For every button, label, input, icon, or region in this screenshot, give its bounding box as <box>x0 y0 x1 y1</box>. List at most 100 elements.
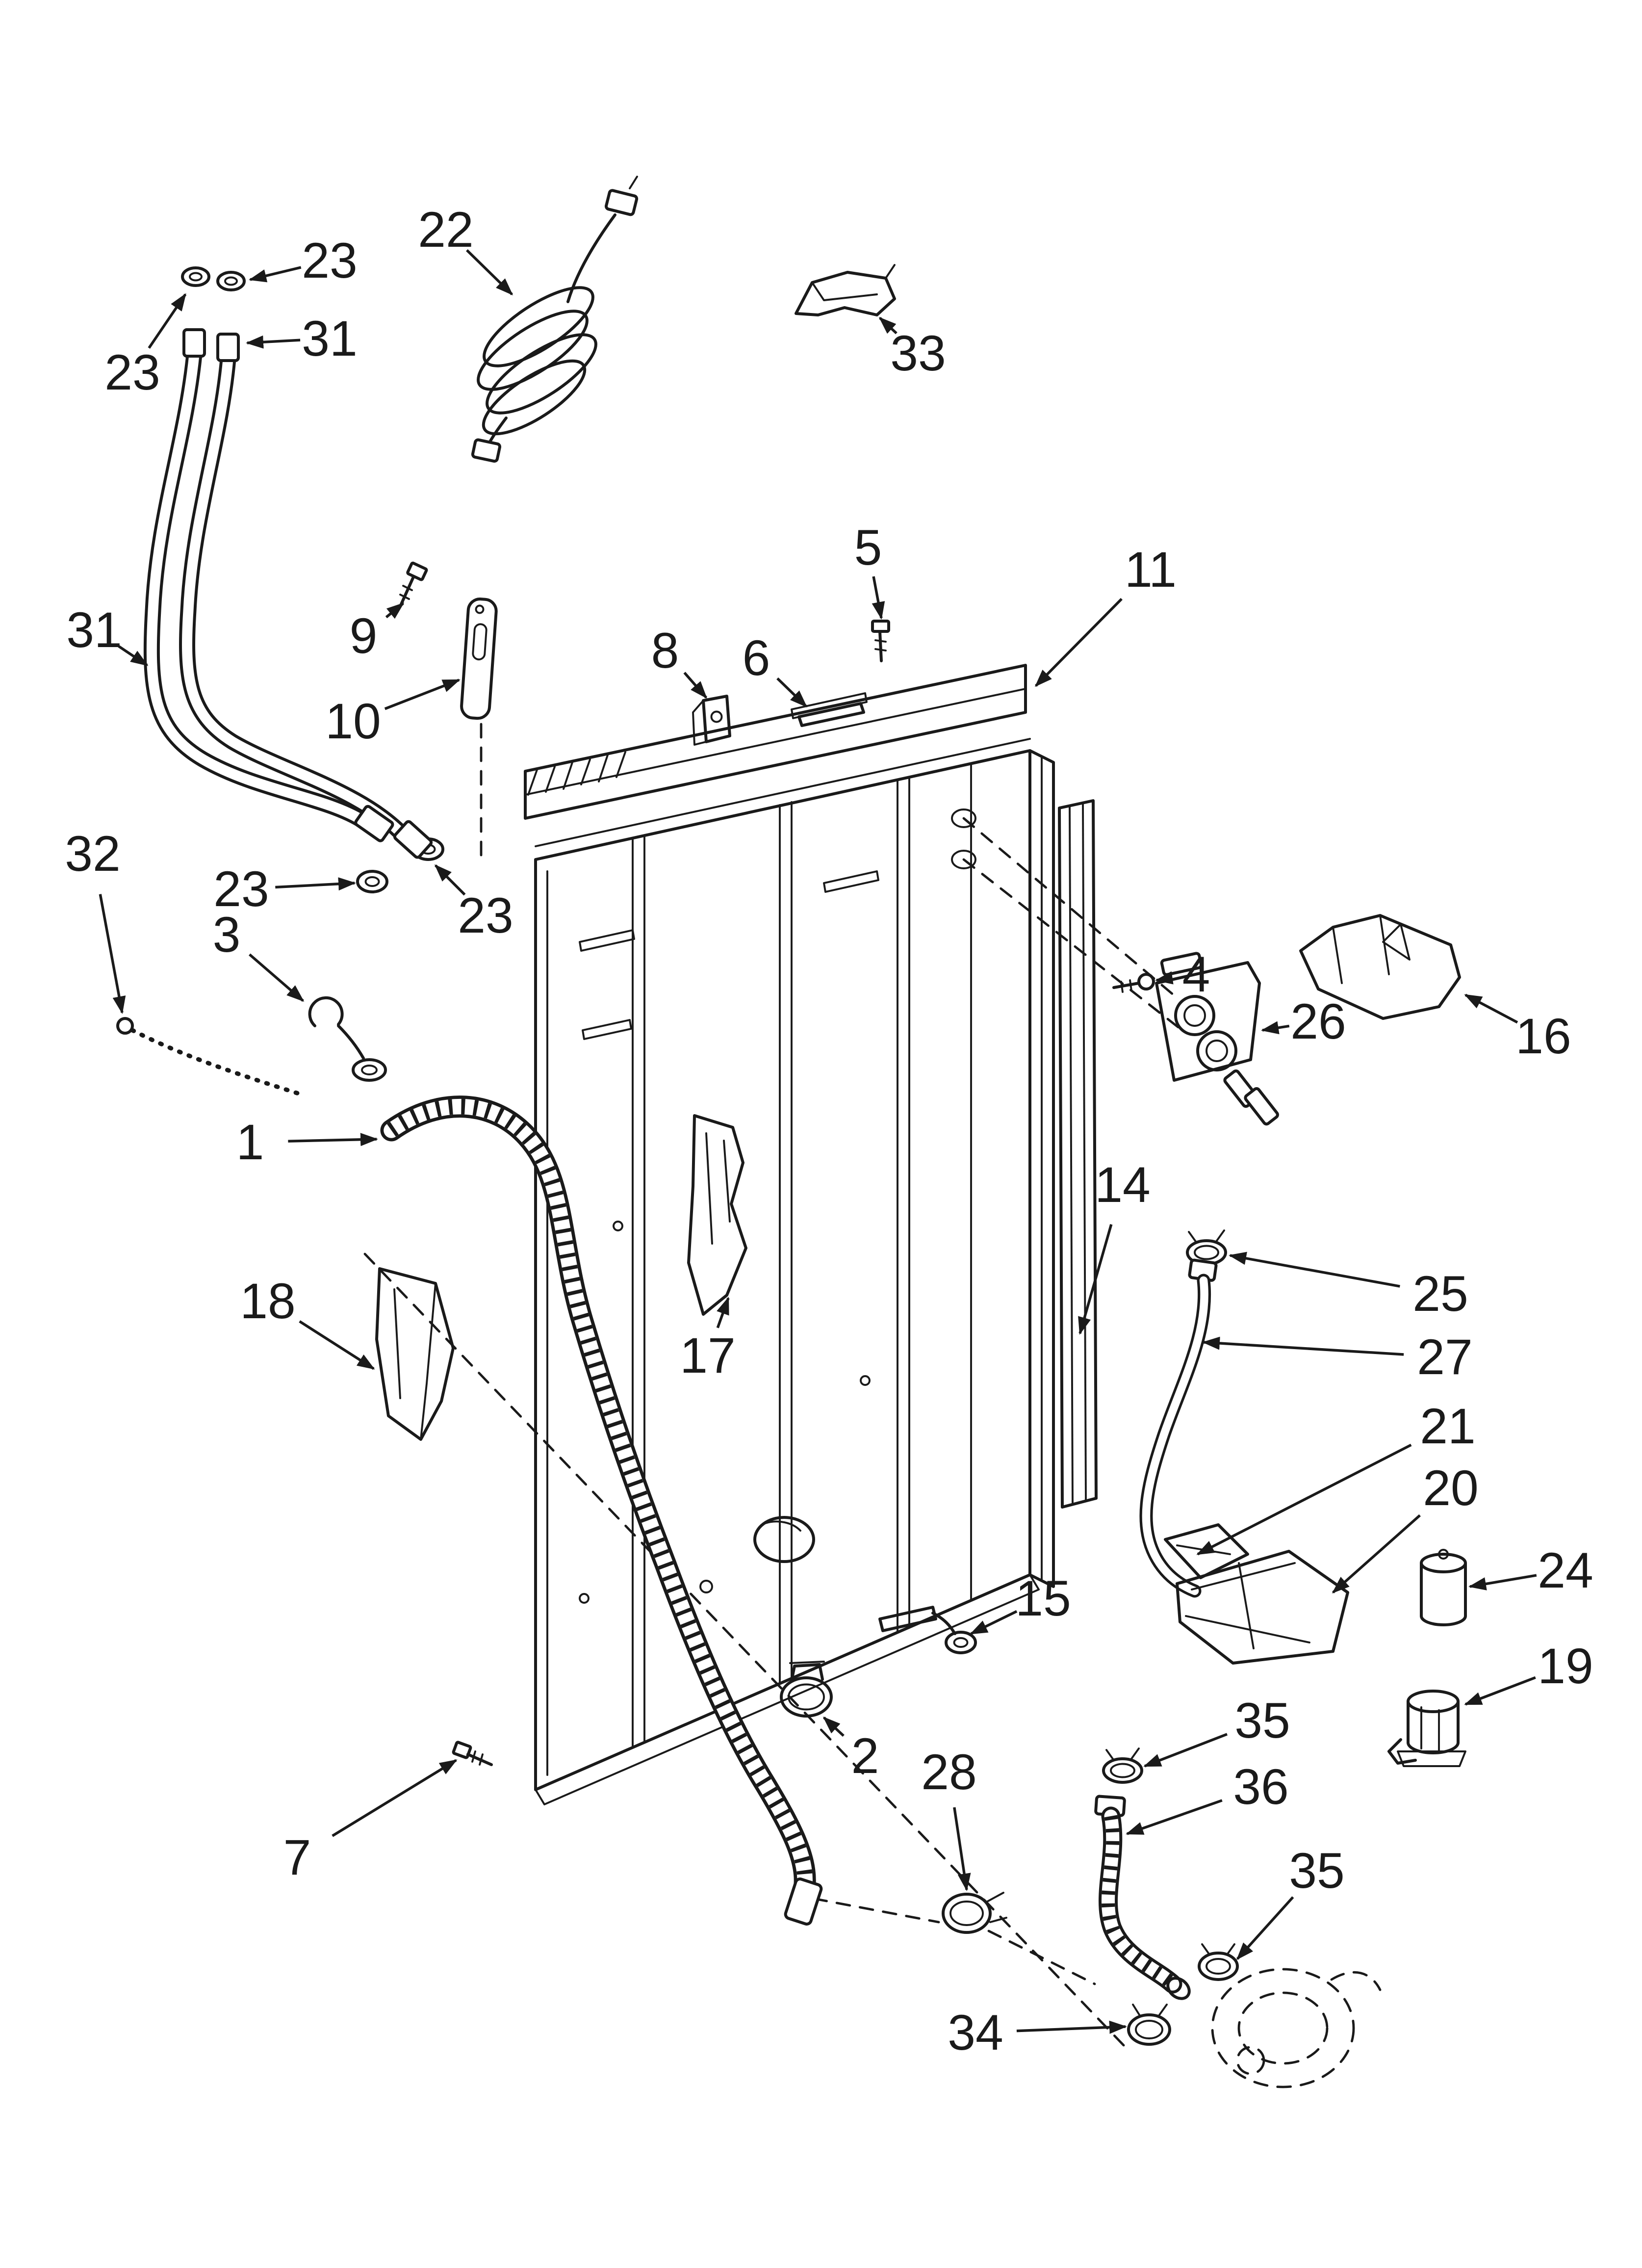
callout-leader <box>118 645 149 667</box>
callout-leader <box>434 864 466 896</box>
clamp-35-upper <box>1102 1747 1143 1784</box>
callout-label: 14 <box>1095 1157 1150 1213</box>
callout-label: 3 <box>213 907 241 963</box>
screw-9 <box>399 561 428 608</box>
callout-22-3: 22 <box>418 202 513 296</box>
callout-label: 20 <box>1423 1460 1478 1516</box>
clamp-35-lower <box>1198 1943 1239 1981</box>
bracket-8 <box>692 695 731 746</box>
callout-23-13: 23 <box>213 861 356 917</box>
callout-label: 32 <box>65 826 120 882</box>
bracket-21 <box>1164 1523 1249 1579</box>
callout-leader <box>1143 1733 1228 1768</box>
construction-lines <box>363 723 1187 2047</box>
callout-leader <box>288 1133 378 1147</box>
callout-label: 6 <box>743 630 770 686</box>
callout-label: 8 <box>651 623 679 678</box>
callout-leader <box>332 1759 458 1837</box>
callout-23-1: 23 <box>104 293 187 400</box>
callout-leader <box>99 894 126 1014</box>
water-inlet-valve <box>1155 952 1279 1126</box>
callout-4-16: 4 <box>1155 946 1210 1002</box>
callout-label: 16 <box>1515 1008 1571 1064</box>
pump-ghost-outline <box>1211 1968 1382 2088</box>
power-cord <box>471 176 639 463</box>
callout-7-33: 7 <box>283 1759 458 1885</box>
callout-leader <box>249 266 302 283</box>
callout-leader <box>1202 1336 1404 1356</box>
callout-leader <box>1261 1021 1290 1035</box>
callout-leader <box>275 877 356 891</box>
callout-label: 25 <box>1412 1266 1468 1322</box>
callout-17-23: 17 <box>680 1297 736 1383</box>
callout-34-36: 34 <box>948 2005 1127 2060</box>
callout-label: 1 <box>236 1114 264 1170</box>
callout-leader <box>1016 2020 1127 2034</box>
callout-leader <box>246 335 301 349</box>
rear-panel <box>524 664 1055 1805</box>
callout-leader <box>1034 598 1123 687</box>
callout-3-14: 3 <box>213 907 305 1002</box>
callout-label: 23 <box>104 344 160 400</box>
callout-label: 18 <box>240 1273 295 1329</box>
callout-leader <box>1332 1514 1421 1594</box>
callout-label: 27 <box>1417 1329 1472 1385</box>
callout-2-30: 2 <box>822 1716 879 1784</box>
clamp-34 <box>1127 2004 1171 2046</box>
drain-elbow-hose-36 <box>1094 1795 1191 2000</box>
callout-label: 34 <box>948 2005 1003 2060</box>
callout-label: 23 <box>302 233 357 288</box>
callout-20-26: 20 <box>1332 1460 1479 1594</box>
callout-label: 11 <box>1125 542 1177 598</box>
callout-leader <box>384 678 461 710</box>
callout-19-29: 19 <box>1464 1638 1593 1706</box>
callout-label: 5 <box>854 520 882 575</box>
clamp-28 <box>942 1892 1007 1934</box>
callout-8-9: 8 <box>651 623 708 699</box>
callout-33-4: 33 <box>878 316 946 381</box>
callout-leader <box>1464 1676 1536 1706</box>
callout-label: 35 <box>1289 1843 1344 1899</box>
screw-5 <box>871 620 890 662</box>
callout-31-2: 31 <box>246 311 358 366</box>
inlet-hoses <box>143 328 433 859</box>
capacitor-24 <box>1420 1549 1467 1626</box>
pump-bracket-20 <box>1176 1550 1349 1665</box>
callout-label: 23 <box>458 887 513 943</box>
bead-tie-32 <box>116 1017 306 1097</box>
callout-leader <box>1468 1574 1537 1590</box>
callout-14-20: 14 <box>1078 1157 1151 1335</box>
callout-35-35: 35 <box>1236 1843 1345 1960</box>
callout-label: 28 <box>921 1744 976 1800</box>
screw-7 <box>452 1741 493 1766</box>
callout-11-8: 11 <box>1034 542 1177 687</box>
callout-leader <box>299 1320 375 1370</box>
callout-label: 21 <box>1420 1398 1475 1454</box>
callout-leader <box>385 602 405 619</box>
callout-leader <box>872 576 885 620</box>
callout-leader <box>1126 1799 1223 1835</box>
callout-10-6: 10 <box>325 678 461 749</box>
callout-27-22: 27 <box>1202 1329 1473 1385</box>
callout-1-19: 1 <box>236 1114 378 1170</box>
bracket-10 <box>460 598 498 720</box>
callout-label: 35 <box>1234 1693 1290 1748</box>
callout-leader <box>970 1610 1018 1635</box>
callout-label: 23 <box>213 861 269 917</box>
callout-label: 31 <box>66 602 122 658</box>
hose-clip-3 <box>308 996 387 1082</box>
callout-leader <box>1464 993 1518 1024</box>
callout-leader <box>822 1716 845 1737</box>
plug-15 <box>878 1606 977 1654</box>
callout-label: 17 <box>680 1328 735 1383</box>
callout-21-25: 21 <box>1196 1398 1476 1556</box>
callout-26-17: 26 <box>1261 993 1346 1049</box>
callout-label: 15 <box>1015 1570 1071 1626</box>
plate-6 <box>797 702 865 727</box>
callout-25-21: 25 <box>1229 1251 1468 1322</box>
callout-16-18: 16 <box>1464 993 1571 1064</box>
callout-28-34: 28 <box>921 1744 977 1891</box>
callout-6-10: 6 <box>743 630 808 708</box>
callout-leader <box>249 953 305 1002</box>
